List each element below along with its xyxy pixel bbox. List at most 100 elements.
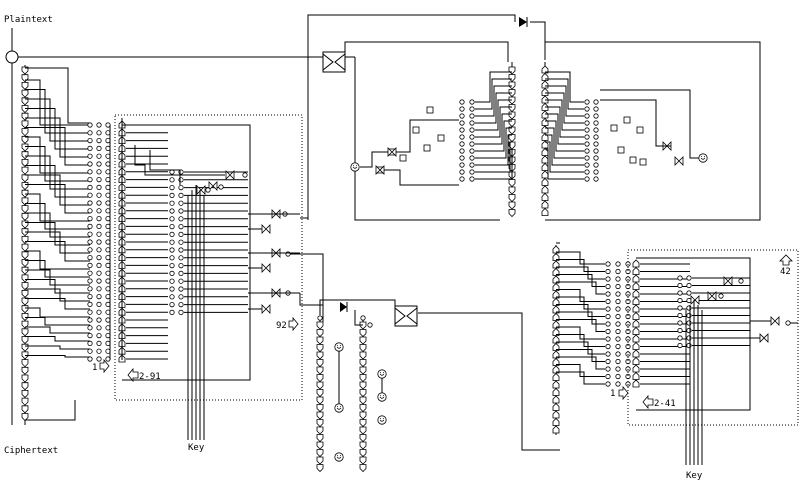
- right-key-bundle: [685, 300, 703, 465]
- register-cell-icon: [359, 381, 367, 390]
- junction-icon: [593, 176, 599, 182]
- junction-icon: [584, 162, 590, 168]
- junction-icon: [469, 99, 475, 105]
- register-cell-icon: [632, 297, 640, 305]
- register-cell-icon: [359, 411, 367, 420]
- junction-icon: [593, 169, 599, 175]
- arrow-left-icon: [127, 367, 139, 383]
- junction-icon: [686, 275, 692, 281]
- junction-icon: [169, 278, 175, 284]
- right-block: [552, 242, 798, 435]
- register-cell-icon: [334, 342, 344, 352]
- xor-gate-icon: [261, 224, 271, 234]
- junction-icon: [96, 184, 102, 190]
- junction-icon: [686, 327, 692, 334]
- center-bottom-columns: [316, 299, 418, 472]
- register-cell-icon: [316, 366, 324, 375]
- junction-icon: [178, 294, 184, 300]
- register-cell-icon: [359, 389, 367, 397]
- latch-icon: [617, 146, 625, 154]
- junction-icon: [584, 106, 590, 112]
- diode-icon: [340, 302, 347, 312]
- junction-icon: [677, 320, 683, 326]
- register-cell-icon: [508, 134, 516, 142]
- junction-icon: [459, 155, 465, 161]
- register-cell-icon: [21, 74, 29, 83]
- junction-icon: [96, 200, 102, 206]
- junction-icon: [87, 145, 93, 151]
- junction-icon: [686, 290, 692, 296]
- plaintext-source: [5, 28, 323, 425]
- register-cell-icon: [508, 66, 516, 75]
- junction-icon: [459, 120, 465, 126]
- register-cell-icon: [552, 418, 560, 426]
- register-cell-icon: [632, 267, 640, 275]
- junction-icon: [169, 239, 175, 245]
- register-cell-icon: [359, 374, 367, 382]
- junction-icon: [615, 358, 621, 365]
- junction-icon: [605, 298, 611, 305]
- junction-icon: [96, 286, 102, 292]
- junction-icon: [87, 286, 93, 292]
- register-cell-icon: [21, 166, 29, 175]
- register-cell-icon: [21, 182, 29, 190]
- register-cell-icon: [316, 441, 324, 450]
- register-cell-icon: [541, 200, 549, 209]
- junction-icon: [593, 127, 599, 133]
- register-cell-icon: [316, 419, 324, 427]
- junction-icon: [178, 278, 184, 284]
- register-cell-icon: [21, 266, 29, 275]
- register-cell-icon: [21, 289, 29, 298]
- junction-icon: [469, 127, 475, 133]
- register-cell-icon: [508, 111, 516, 120]
- register-cell-icon: [632, 349, 640, 358]
- junction-icon: [605, 321, 611, 327]
- junction-icon: [593, 106, 599, 112]
- ref-2-41-label: 2-41: [654, 399, 676, 409]
- register-cell-icon: [552, 425, 560, 434]
- ciphertext-label: Ciphertext: [4, 446, 58, 456]
- junction-icon: [178, 247, 184, 253]
- junction-icon: [87, 200, 93, 206]
- register-cell-icon: [316, 396, 324, 405]
- junction-icon: [87, 122, 93, 128]
- junction-icon: [96, 239, 102, 245]
- arrow-left-icon: [642, 394, 654, 410]
- register-cell-icon: [632, 364, 640, 373]
- register-cell-icon: [316, 344, 324, 352]
- junction-icon: [593, 120, 599, 126]
- register-cell-icon: [541, 178, 549, 186]
- register-cell-icon: [316, 449, 324, 457]
- junction-icon: [605, 358, 611, 365]
- junction-icon: [178, 192, 184, 198]
- latch-icon: [399, 154, 407, 162]
- junction-icon: [169, 177, 175, 183]
- register-cell-icon: [21, 397, 29, 406]
- register-cell-icon: [21, 328, 29, 337]
- junction-icon: [677, 290, 683, 296]
- junction-icon: [469, 148, 475, 154]
- junction-icon: [459, 127, 465, 133]
- junction-icon: [584, 169, 590, 175]
- junction-icon: [469, 141, 475, 147]
- junction-icon: [96, 216, 102, 222]
- junction-icon: [605, 343, 611, 350]
- junction-icon: [96, 340, 102, 347]
- junction-icon: [469, 120, 475, 126]
- latch-icon: [629, 156, 637, 164]
- junction-icon: [605, 373, 611, 380]
- register-cell-icon: [316, 374, 324, 382]
- junction-icon: [469, 155, 475, 161]
- xor-gate-icon: [690, 295, 700, 305]
- register-cell-icon: [541, 185, 549, 194]
- register-cell-icon: [552, 388, 560, 396]
- junction-icon: [96, 270, 102, 276]
- junction-icon: [677, 327, 683, 334]
- junction-icon: [605, 336, 611, 342]
- junction-icon: [615, 283, 621, 290]
- junction-icon: [605, 366, 611, 372]
- junction-icon: [178, 309, 184, 316]
- junction-icon: [96, 223, 102, 229]
- junction-icon: [360, 315, 366, 321]
- register-cell-icon: [359, 426, 367, 435]
